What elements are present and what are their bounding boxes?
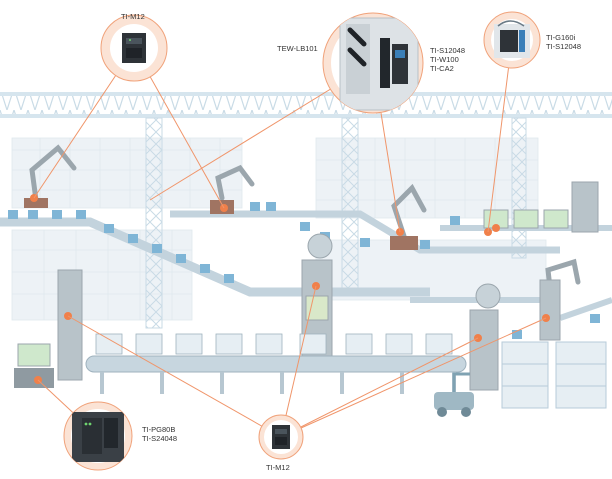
label-bottom-left: TI-PG80B TI-S24048: [142, 425, 177, 443]
model-label: TI-S12048: [430, 46, 466, 55]
label-top-left: TI-M12: [121, 12, 145, 21]
label-top-center-right: TI-S12048 TI-W100 TI-CA2: [430, 46, 465, 73]
model-label: TI-W100: [430, 55, 459, 64]
wireless-bridge-enclosure-icon: [339, 17, 419, 111]
model-label: TI-G160i: [546, 33, 576, 42]
callout-circle-ti-g160i: [483, 11, 541, 69]
model-label: TI-M12: [121, 12, 145, 21]
industrial-switch-icon: [272, 425, 290, 449]
callout-circle-ti-m12-bottom: [258, 414, 304, 460]
industrial-switch-icon: [122, 33, 146, 63]
label-bottom-center: TI-M12: [266, 463, 290, 472]
connection-lines: [33, 39, 547, 438]
overhead-truss: [0, 92, 612, 118]
label-top-right: TI-G160i TI-S12048: [546, 33, 581, 51]
model-label: TEW-LB101: [277, 44, 318, 53]
pallet-stacks: [501, 341, 607, 409]
operator-panels: [14, 209, 569, 388]
din-rail-switch-icon: [494, 20, 530, 58]
label-top-center-left: TEW-LB101: [277, 44, 318, 53]
callout-circle-tew-lb101: [322, 12, 424, 114]
model-label: TI-S12048: [546, 42, 582, 51]
main-conveyor: [85, 333, 467, 394]
model-label: TI-CA2: [430, 64, 454, 73]
callout-circle-ti-m12-top: [100, 14, 168, 82]
forklift: [434, 372, 474, 417]
model-label: TI-M12: [266, 463, 290, 472]
model-label: TI-PG80B: [142, 425, 176, 434]
poe-switch-icon: [72, 412, 124, 462]
model-label: TI-S24048: [142, 434, 178, 443]
callout-circle-ti-pg80b: [63, 401, 133, 471]
